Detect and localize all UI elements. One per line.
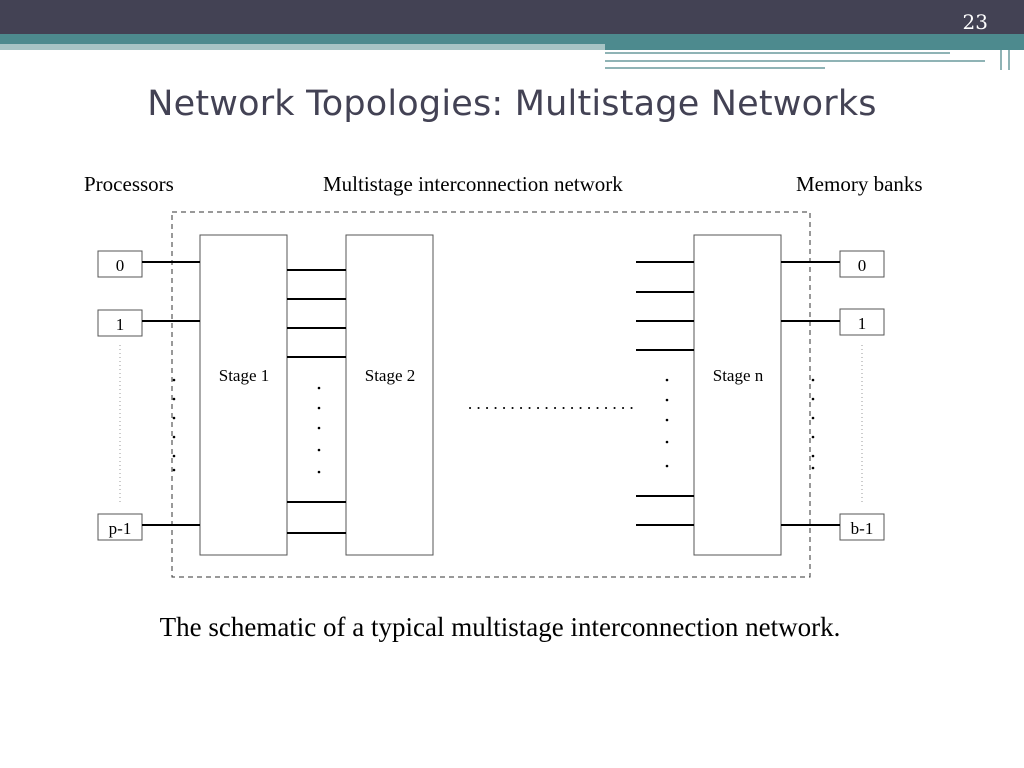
vertical-ellipses bbox=[172, 378, 815, 474]
memory-header: Memory banks bbox=[796, 172, 923, 196]
page-number: 23 bbox=[962, 10, 988, 34]
stage-label: Stage 1 bbox=[219, 366, 270, 385]
stage-box: Stage 1 bbox=[199, 234, 288, 556]
memory-bank-label: 1 bbox=[858, 314, 867, 333]
network-boundary bbox=[171, 211, 811, 578]
accent-line bbox=[605, 52, 950, 54]
accent-line bbox=[1008, 50, 1010, 70]
accent-line bbox=[605, 60, 985, 62]
accent-line bbox=[605, 67, 825, 69]
stage-box: Stage 2 bbox=[345, 234, 434, 556]
memory-bank-node: 1 bbox=[839, 308, 885, 336]
connection-lines bbox=[142, 261, 840, 534]
processors-header: Processors bbox=[84, 172, 174, 196]
network-header: Multistage interconnection network bbox=[323, 172, 623, 196]
processor-label: 0 bbox=[116, 256, 125, 275]
processor-node: 0 bbox=[97, 250, 143, 278]
stage-box: Stage n bbox=[693, 234, 782, 556]
figure-caption: The schematic of a typical multistage in… bbox=[159, 612, 841, 642]
processor-label: 1 bbox=[116, 315, 125, 334]
memory-bank-node: b-1 bbox=[839, 513, 885, 541]
processor-node: 1 bbox=[97, 309, 143, 337]
memory-bank-node: 0 bbox=[839, 250, 885, 278]
top-bar bbox=[0, 0, 1024, 34]
stage-label: Stage 2 bbox=[365, 366, 416, 385]
accent-line bbox=[1000, 50, 1002, 70]
stage-label: Stage n bbox=[713, 366, 764, 385]
memory-bank-label: 0 bbox=[858, 256, 867, 275]
memory-bank-label: b-1 bbox=[851, 519, 874, 538]
light-band bbox=[0, 44, 605, 50]
processor-node: p-1 bbox=[97, 513, 143, 541]
slide-title: Network Topologies: Multistage Networks bbox=[147, 84, 877, 124]
processor-label: p-1 bbox=[109, 519, 132, 538]
